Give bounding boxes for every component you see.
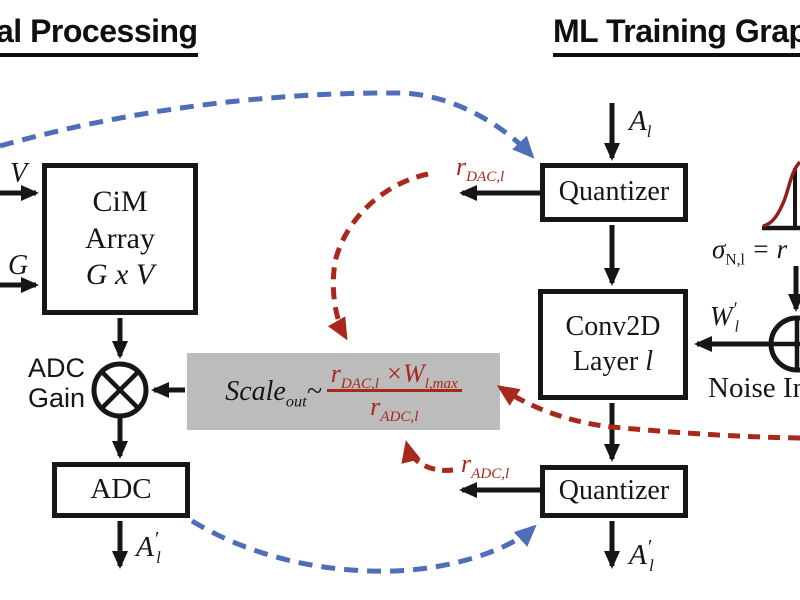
formula-denominator: rADC,l: [370, 392, 419, 426]
formula-scale-term: Scaleout~: [225, 375, 322, 411]
quantizer2-box: Quantizer: [540, 465, 688, 518]
quantizer1-box: Quantizer: [540, 163, 688, 222]
blue-feedback-top-arrow: [0, 90, 535, 159]
adc-gain-label: ADC Gain: [28, 353, 86, 413]
conv2d-line1: Conv2D: [565, 311, 661, 343]
noise-injection-label: Noise In: [708, 372, 800, 404]
conv2d-box: Conv2D Layer l: [538, 289, 688, 400]
activation-input-label: Al: [629, 105, 652, 141]
heading-ml-training-graph: ML Training Grap: [553, 13, 800, 57]
cim-array-box: CiM Array G x V: [42, 163, 198, 315]
formula-fraction: rDAC,l ×Wl,max rADC,l: [326, 361, 462, 426]
red-radc-to-formula-arrow: [401, 440, 454, 473]
red-rdac-to-formula-arrow: [327, 171, 429, 341]
quantizer2-label: Quantizer: [558, 475, 670, 507]
quantizer1-label: Quantizer: [558, 176, 670, 208]
cim-array-line1: CiM: [92, 185, 148, 219]
scale-formula: Scaleout~ rDAC,l ×Wl,max rADC,l: [187, 353, 500, 430]
ml-output-activation-label: A′l: [629, 536, 654, 575]
cim-array-line2: Array: [85, 221, 155, 255]
blue-feedback-bottom-arrow: [190, 518, 537, 574]
gaussian-curve-icon: [762, 160, 800, 231]
noisy-weight-label: W′l: [710, 299, 739, 336]
heading-analog-processing: al Processing: [0, 13, 198, 57]
multiplier-icon: [91, 361, 149, 419]
rdac-range-label: rDAC,l: [456, 152, 505, 186]
adder-icon: [768, 315, 800, 373]
adc-box: ADC: [52, 462, 190, 518]
formula-numerator: rDAC,l ×Wl,max: [326, 361, 462, 393]
g-input-label: G: [8, 250, 29, 281]
radc-range-label: rADC,l: [461, 449, 510, 483]
v-input-label: V: [10, 158, 28, 189]
sigma-noise-label: σN,l = r: [712, 234, 788, 269]
cim-array-line3: G x V: [85, 258, 155, 292]
conv2d-line2: Layer l: [572, 345, 654, 377]
analog-output-activation-label: A′l: [136, 528, 161, 567]
adc-box-label: ADC: [90, 473, 152, 506]
